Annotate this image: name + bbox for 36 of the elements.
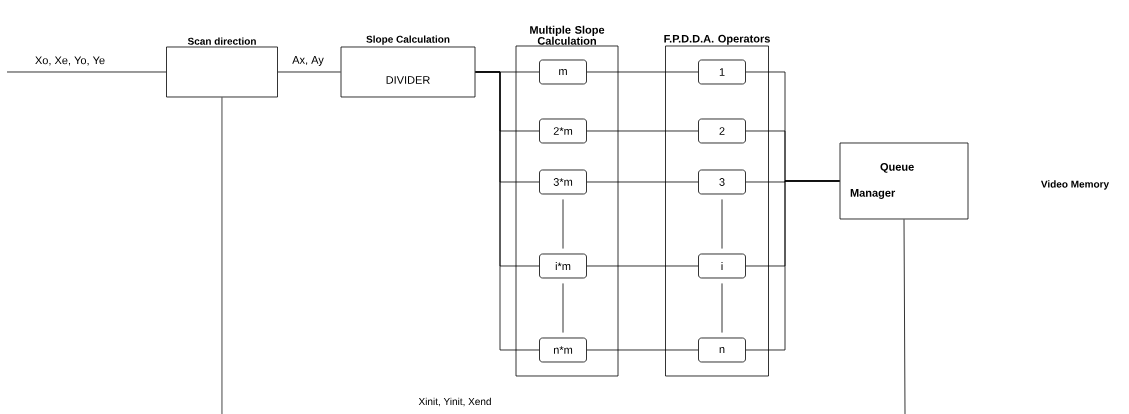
connector-line — [221, 97, 223, 414]
node-label: Scan direction — [187, 37, 256, 45]
connector-line — [586, 349, 699, 351]
connector-line — [586, 181, 699, 183]
operator-box: n*m — [539, 337, 587, 363]
text-label: Video Memory — [1041, 180, 1109, 190]
process-box: Scan direction — [166, 37, 278, 98]
operator-box: 3 — [698, 169, 746, 195]
operator-box: 1 — [698, 59, 746, 85]
process-box: Queue Manager — [839, 142, 969, 220]
connector-line — [586, 130, 699, 132]
connector-line — [903, 219, 906, 414]
connector-line — [562, 199, 564, 249]
process-box: Slope Calculation DIVIDER — [340, 35, 476, 98]
connector-line — [475, 71, 540, 351]
operator-box: 3*m — [539, 169, 587, 195]
connector-line — [586, 265, 699, 267]
text-label: Xinit, Yinit, Xend — [418, 397, 491, 407]
connector-line — [586, 71, 699, 73]
connector-line — [562, 283, 564, 333]
operator-box: i — [698, 253, 746, 279]
connector-line — [721, 283, 723, 333]
node-label: Multiple Slope Calculation — [530, 25, 605, 45]
operator-box: m — [539, 59, 587, 85]
connector-line — [721, 199, 723, 249]
operator-box: 2*m — [539, 118, 587, 144]
node-label: F.P.D.D.A. Operators — [664, 34, 770, 45]
edge-label: Ax, Ay — [291, 55, 325, 67]
connector-line — [745, 180, 840, 351]
connector-line — [277, 71, 341, 73]
operator-box: i*m — [539, 253, 587, 279]
connector-line — [6, 71, 167, 73]
node-label: Slope Calculation — [366, 35, 450, 45]
operator-box: 2 — [698, 118, 746, 144]
edge-label: Xo, Xe, Yo, Ye — [33, 55, 107, 67]
operator-box: n — [698, 337, 746, 363]
